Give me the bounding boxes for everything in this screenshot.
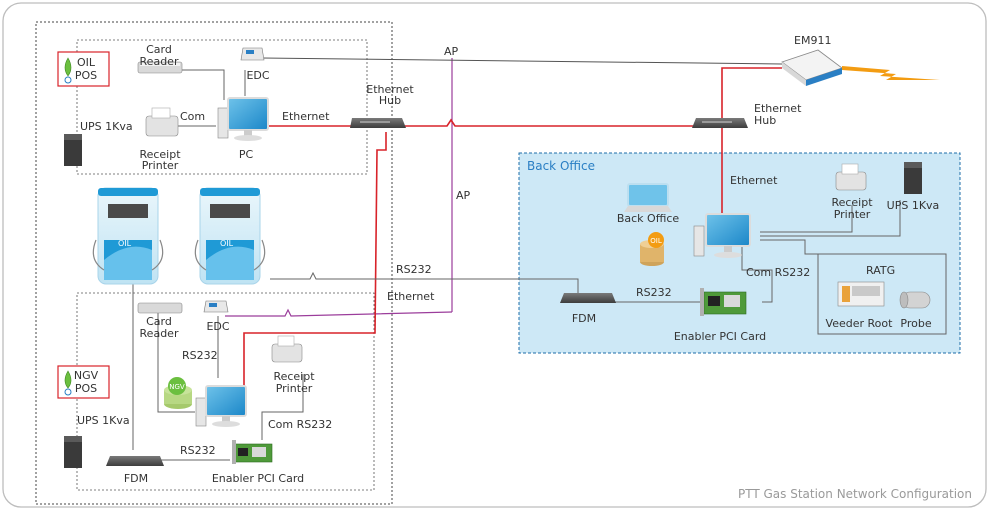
oil-receipt-printer-label-2: Printer (142, 159, 179, 172)
back-office-oil-db: OIL (640, 232, 664, 266)
ngv-receipt-printer-label-1: Receipt (273, 370, 315, 383)
bo-fdm-label: FDM (572, 312, 596, 325)
oil-com-label: Com (180, 110, 205, 123)
back-office-enabler-card (700, 288, 747, 316)
ngv-pos-badge: NGV POS (57, 365, 110, 399)
ratg-box (817, 253, 947, 335)
veeder-root-label: Veeder Root (826, 317, 894, 330)
bo-com-rs232-label: Com RS232 (746, 266, 810, 279)
ngv-edc-label: EDC (206, 320, 229, 333)
ngv-rs232-fdm-label: RS232 (180, 444, 216, 457)
ap-mid-label: AP (456, 189, 471, 202)
ngv-rs232-edc-label: RS232 (182, 349, 218, 362)
ngv-receipt-printer (271, 335, 303, 363)
back-office-server (624, 183, 672, 212)
oil-pc-label: PC (239, 148, 254, 161)
ngv-card-reader-label-1: Card (146, 315, 172, 328)
oil-ups (64, 134, 82, 166)
diagram-title: PTT Gas Station Network Configuration (738, 487, 972, 501)
back-office-receipt-printer (835, 163, 867, 191)
em911-router (781, 49, 843, 86)
svg-text:NGV: NGV (169, 383, 185, 391)
back-office-pc (693, 213, 751, 258)
svg-text:NGV: NGV (74, 369, 99, 382)
ethernet-mid-label: Ethernet (387, 290, 435, 303)
ap-top-label: AP (444, 45, 459, 58)
back-office-server-label: Back Office (617, 212, 680, 225)
ngv-card-reader-label-2: Reader (140, 327, 179, 340)
svg-text:OIL: OIL (77, 56, 96, 69)
svg-text:POS: POS (75, 69, 97, 82)
hub-1-label-1: Ethernet (366, 83, 414, 96)
bo-receipt-printer-label-2: Printer (834, 208, 871, 221)
oil-pos-badge: OIL POS (57, 51, 110, 87)
ngv-card-reader (137, 302, 183, 314)
ngv-receipt-printer-label-2: Printer (276, 382, 313, 395)
hub-2-label-1: Ethernet (754, 102, 802, 115)
probe-label: Probe (900, 317, 931, 330)
ngv-tank-icon: NGV (164, 377, 192, 409)
ethernet-hub-2 (692, 118, 748, 128)
ethernet-hub-1 (350, 118, 406, 128)
svg-text:OIL: OIL (220, 239, 234, 248)
bo-enabler-label: Enabler PCI Card (674, 330, 766, 343)
ngv-enabler-label: Enabler PCI Card (212, 472, 304, 485)
back-office-title: Back Office (527, 159, 595, 173)
oil-pos-area (76, 39, 368, 175)
bo-receipt-printer-label-1: Receipt (831, 196, 873, 209)
oil-receipt-printer-label-1: Receipt (139, 148, 181, 161)
fuel-pump-1: OIL (92, 187, 164, 285)
oil-card-reader-label-2: Reader (140, 55, 179, 68)
ngv-com-rs232-label: Com RS232 (268, 418, 332, 431)
bo-rs232-label: RS232 (636, 286, 672, 299)
oil-ups-label: UPS 1Kva (80, 120, 133, 133)
oil-card-reader-label-1: Card (146, 43, 172, 56)
ratg-label: RATG (866, 264, 895, 277)
back-office-fdm (560, 293, 616, 303)
oil-card-reader (137, 61, 183, 74)
back-office-ups (904, 162, 922, 194)
ngv-pc (195, 385, 247, 427)
back-office-ethernet-label: Ethernet (730, 174, 778, 187)
oil-receipt-printer (145, 107, 179, 137)
ngv-enabler-card (232, 440, 273, 464)
veeder-root-device (837, 281, 885, 307)
hub-1-label-2: Hub (379, 94, 401, 107)
ngv-edc-terminal (203, 300, 229, 313)
bo-ups-label: UPS 1Kva (887, 199, 940, 212)
ethernet-links (243, 67, 782, 395)
edc-em911-link (261, 57, 783, 65)
station-boundary (35, 21, 393, 505)
probe-tank (899, 291, 931, 309)
em911-label: EM911 (794, 34, 831, 47)
oil-edc-label: EDC (246, 69, 269, 82)
hub-2-label-2: Hub (754, 114, 776, 127)
back-office-area (518, 152, 961, 354)
oil-edc-terminal (240, 47, 265, 61)
fuel-pump-2: OIL (194, 187, 266, 285)
ngv-ups (64, 436, 82, 468)
ngv-ups-label: UPS 1Kva (77, 414, 130, 427)
svg-text:OIL: OIL (118, 239, 132, 248)
oil-ethernet-label: Ethernet (282, 110, 330, 123)
svg-text:POS: POS (75, 382, 97, 395)
lightning-icon (842, 66, 940, 80)
ngv-fdm-label: FDM (124, 472, 148, 485)
ap-links (225, 58, 453, 317)
rs232-pump-label: RS232 (396, 263, 432, 276)
ngv-fdm (106, 456, 164, 466)
svg-text:OIL: OIL (650, 237, 662, 245)
oil-pc (217, 97, 269, 141)
